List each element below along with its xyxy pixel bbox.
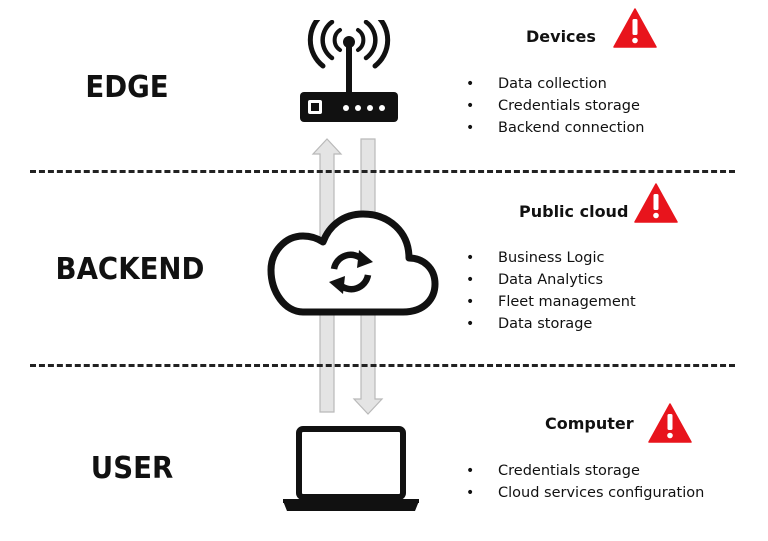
cloud-sync-icon xyxy=(267,210,439,316)
devices-list: Data collection Credentials storage Back… xyxy=(466,73,645,139)
edge-backend-divider xyxy=(30,170,735,173)
backend-user-divider xyxy=(30,364,735,367)
computer-list: Credentials storage Cloud services confi… xyxy=(466,460,704,504)
laptop-icon xyxy=(283,426,419,511)
panel-title-computer: Computer xyxy=(545,414,634,433)
list-item: Cloud services configuration xyxy=(466,482,704,504)
warning-icon xyxy=(634,183,678,223)
list-item: Credentials storage xyxy=(466,460,704,482)
tier-label-edge: EDGE xyxy=(85,70,169,105)
list-item: Backend connection xyxy=(466,117,645,139)
tier-label-user: USER xyxy=(90,451,174,486)
router-icon xyxy=(300,20,398,122)
list-item: Data storage xyxy=(466,313,636,335)
list-item: Data collection xyxy=(466,73,645,95)
list-item: Data Analytics xyxy=(466,269,636,291)
cloud-list: Business Logic Data Analytics Fleet mana… xyxy=(466,247,636,335)
panel-title-devices: Devices xyxy=(526,27,596,46)
panel-title-cloud: Public cloud xyxy=(519,202,629,221)
tier-label-backend: BACKEND xyxy=(55,252,205,287)
list-item: Credentials storage xyxy=(466,95,645,117)
list-item: Fleet management xyxy=(466,291,636,313)
warning-icon xyxy=(613,8,657,48)
list-item: Business Logic xyxy=(466,247,636,269)
warning-icon xyxy=(648,403,692,443)
